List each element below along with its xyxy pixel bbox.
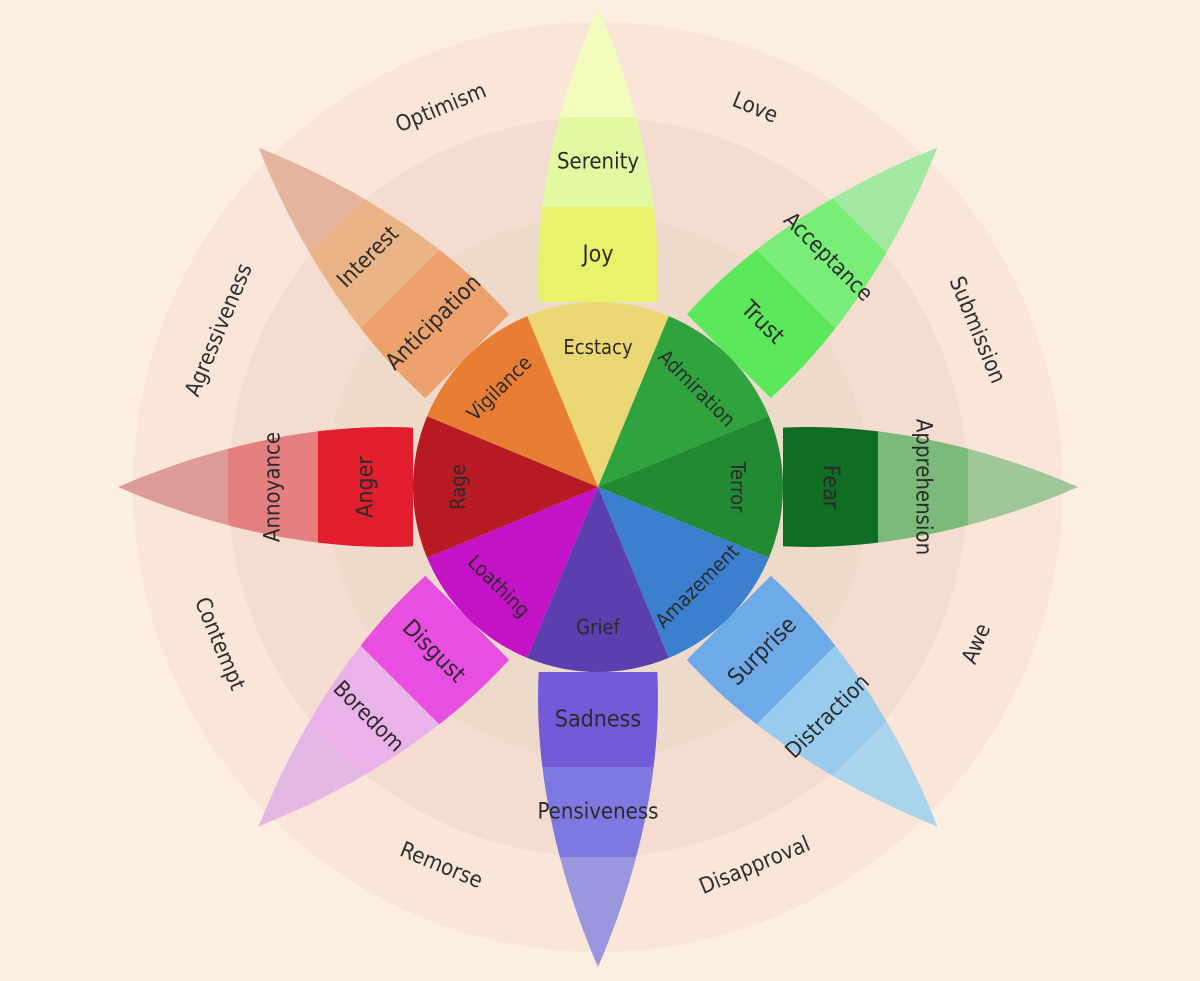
label-apprehension: Apprehension <box>911 419 936 555</box>
petal-anticipation-core <box>427 316 598 487</box>
petal-sadness-core <box>527 487 669 672</box>
label-joy: Joy <box>581 242 614 268</box>
petal-sadness-tip <box>538 857 658 967</box>
label-fear: Fear <box>818 465 844 510</box>
petal-anger-tip <box>118 427 228 547</box>
petals: SerenityJoyEcstacyAcceptanceTrustAdmirat… <box>118 7 1078 967</box>
petal-joy-inner-band <box>538 207 658 302</box>
petal-surprise-core <box>598 487 769 658</box>
petal-anticipation-tip <box>216 105 478 367</box>
petal-sadness-mid-band <box>538 767 658 857</box>
petal-disgust-tip <box>216 607 478 869</box>
petal-anger-mid-band <box>228 427 318 547</box>
label-sadness: Sadness <box>555 707 641 733</box>
label-rage: Rage <box>446 464 470 510</box>
label-grief: Grief <box>576 615 620 639</box>
petal-fear-mid-band <box>878 427 968 547</box>
petal-joy-core <box>527 302 669 487</box>
petal-anger-inner-band <box>318 427 413 547</box>
petal-trust-core <box>598 316 769 487</box>
label-terror: Terror <box>726 460 750 513</box>
petal-fear-tip <box>968 427 1078 547</box>
label-pensiveness: Pensiveness <box>538 800 659 825</box>
label-annoyance: Annoyance <box>261 432 286 542</box>
petal-sadness-inner-band <box>538 672 658 767</box>
petal-disgust-core <box>427 487 598 658</box>
label-ecstacy: Ecstacy <box>563 335 633 359</box>
petal-sadness: Pensiveness Sadness Grief <box>527 487 669 967</box>
petal-joy-tip <box>538 7 658 117</box>
petal-fear-core <box>598 416 783 558</box>
petal-surprise-tip <box>718 607 980 869</box>
petal-anger: Annoyance Anger Rage <box>118 416 598 558</box>
label-anger: Anger <box>353 456 379 518</box>
petal-joy-mid-band <box>538 117 658 207</box>
petal-fear: Apprehension Fear Terror <box>598 416 1078 558</box>
petal-trust-tip <box>718 105 980 367</box>
petal-anger-core <box>413 416 598 558</box>
petal-fear-inner-band <box>783 427 878 547</box>
label-serenity: Serenity <box>557 150 639 175</box>
